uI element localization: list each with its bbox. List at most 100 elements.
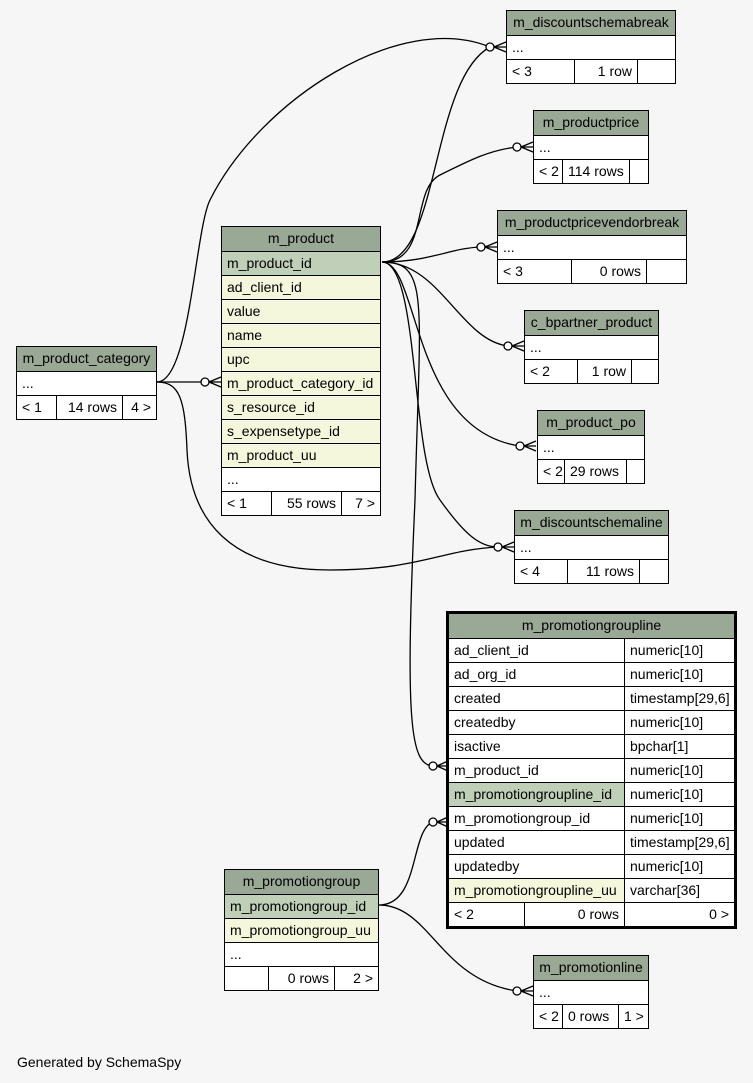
parents-count[interactable]: < 1 (17, 396, 57, 419)
table-m-discountschemaline[interactable]: m_discountschemaline ... < 4 11 rows (514, 510, 669, 584)
parents-count[interactable] (225, 967, 269, 990)
column-m-promotiongroupline-id[interactable]: m_promotiongroupline_id (449, 783, 625, 806)
column-m-product-id[interactable]: m_product_id (449, 759, 625, 782)
children-count[interactable] (630, 160, 648, 183)
children-count[interactable]: 0 > (709, 906, 729, 922)
column-s-expensetype-id[interactable]: s_expensetype_id (227, 423, 340, 439)
table-m-discountschemabreak[interactable]: m_discountschemabreak ... < 3 1 row (506, 10, 676, 84)
parents-count[interactable]: < 1 (222, 492, 272, 515)
row-count: 0 rows (563, 1005, 619, 1028)
generated-by-label: Generated by SchemaSpy (17, 1054, 182, 1070)
table-m-product[interactable]: m_product m_product_id ad_client_id valu… (221, 226, 381, 516)
edge-product-po (381, 261, 521, 447)
edge-group-promotiongroupline (378, 821, 434, 906)
row-count: 0 rows (525, 903, 625, 926)
children-count[interactable]: 7 > (355, 495, 375, 511)
row-count: 14 rows (57, 396, 123, 419)
column-m-product-category-id[interactable]: m_product_category_id (227, 375, 374, 391)
column-type: timestamp[29,6] (630, 690, 730, 706)
more-columns: ... (520, 539, 532, 555)
row-count: 0 rows (269, 967, 335, 990)
column-type: varchar[36] (630, 882, 701, 898)
column-ad-org-id[interactable]: ad_org_id (449, 663, 625, 686)
more-columns: ... (539, 984, 551, 1000)
children-count[interactable] (632, 360, 658, 383)
table-title: m_promotiongroupline (521, 617, 662, 633)
column-type: numeric[10] (630, 762, 704, 778)
parents-count[interactable]: < 2 (525, 360, 578, 383)
edge-product-discountschemaline (381, 261, 499, 548)
more-columns: ... (230, 946, 242, 962)
table-title: m_promotiongroup (242, 873, 361, 889)
parents-count[interactable]: < 2 (534, 1005, 563, 1028)
table-title: m_product_category (22, 350, 151, 366)
column-type: numeric[10] (630, 666, 704, 682)
table-m-promotiongroup[interactable]: m_promotiongroup m_promotiongroup_id m_p… (224, 869, 379, 991)
column-m-promotiongroup-uu[interactable]: m_promotiongroup_uu (230, 922, 371, 938)
row-count: 114 rows (563, 160, 630, 183)
more-columns: ... (503, 239, 515, 255)
more-columns: ... (539, 139, 551, 155)
children-count[interactable]: 2 > (353, 970, 373, 986)
table-title: m_productpricevendorbreak (504, 214, 680, 230)
row-count: 0 rows (572, 260, 647, 283)
column-createdby[interactable]: createdby (449, 711, 625, 734)
edge-product-vendorbreak (381, 246, 482, 263)
column-created[interactable]: created (449, 687, 625, 710)
parents-count[interactable]: < 3 (498, 260, 572, 283)
row-count: 11 rows (568, 560, 640, 583)
table-title: m_productprice (542, 114, 640, 130)
column-name[interactable]: name (227, 327, 263, 343)
row-count: 1 row (575, 60, 638, 83)
column-m-promotiongroup-id[interactable]: m_promotiongroup_id (230, 898, 367, 914)
children-count[interactable] (627, 460, 644, 483)
column-ad-client-id[interactable]: ad_client_id (227, 279, 302, 295)
column-updated[interactable]: updated (449, 831, 625, 854)
table-m-productpricevendorbreak[interactable]: m_productpricevendorbreak ... < 3 0 rows (497, 210, 687, 284)
parents-count[interactable]: < 2 (449, 903, 525, 926)
table-m-productprice[interactable]: m_productprice ... < 2 114 rows (533, 110, 649, 184)
column-m-promotiongroupline-uu[interactable]: m_promotiongroupline_uu (449, 879, 625, 902)
parents-count[interactable]: < 2 (538, 460, 565, 483)
column-m-product-uu[interactable]: m_product_uu (227, 447, 317, 463)
more-columns: ... (227, 471, 239, 487)
table-title: m_promotionline (539, 959, 643, 975)
column-isactive[interactable]: isactive (449, 735, 625, 758)
parents-count[interactable]: < 4 (515, 560, 568, 583)
edge-product-productprice (381, 146, 518, 263)
children-count[interactable] (640, 560, 668, 583)
column-s-resource-id[interactable]: s_resource_id (227, 399, 315, 415)
table-title: m_discountschemabreak (513, 14, 669, 30)
parents-count[interactable]: < 2 (534, 160, 563, 183)
table-title: m_discountschemaline (520, 514, 663, 530)
table-c-bpartner-product[interactable]: c_bpartner_product ... < 2 1 row (524, 310, 659, 384)
table-title: c_bpartner_product (530, 314, 653, 330)
row-count: 29 rows (565, 460, 627, 483)
column-m-promotiongroup-id[interactable]: m_promotiongroup_id (449, 807, 625, 830)
column-upc[interactable]: upc (227, 351, 250, 367)
edge-product-discountschemabreak (381, 46, 491, 263)
column-updatedby[interactable]: updatedby (449, 855, 625, 878)
children-count[interactable] (638, 60, 675, 83)
edge-category-discountschemabreak (156, 37, 491, 383)
children-count[interactable] (647, 260, 686, 283)
parents-count[interactable]: < 3 (507, 60, 575, 83)
column-type: numeric[10] (630, 810, 704, 826)
column-type: numeric[10] (630, 858, 704, 874)
table-m-promotionline[interactable]: m_promotionline ... < 2 0 rows 1 > (533, 955, 649, 1029)
column-type: bpchar[1] (630, 738, 689, 754)
table-m-product-category[interactable]: m_product_category ... < 1 14 rows 4 > (16, 346, 157, 420)
column-value[interactable]: value (227, 303, 261, 319)
table-m-product-po[interactable]: m_product_po ... < 2 29 rows (537, 410, 645, 484)
children-count[interactable]: 1 > (624, 1008, 644, 1024)
column-type: numeric[10] (630, 714, 704, 730)
column-ad-client-id[interactable]: ad_client_id (449, 639, 625, 662)
table-title: m_product_po (546, 414, 636, 430)
column-m-product-id[interactable]: m_product_id (227, 255, 312, 271)
children-count[interactable]: 4 > (131, 399, 151, 415)
row-count: 1 row (578, 360, 632, 383)
more-columns: ... (512, 39, 524, 55)
column-type: numeric[10] (630, 786, 704, 802)
